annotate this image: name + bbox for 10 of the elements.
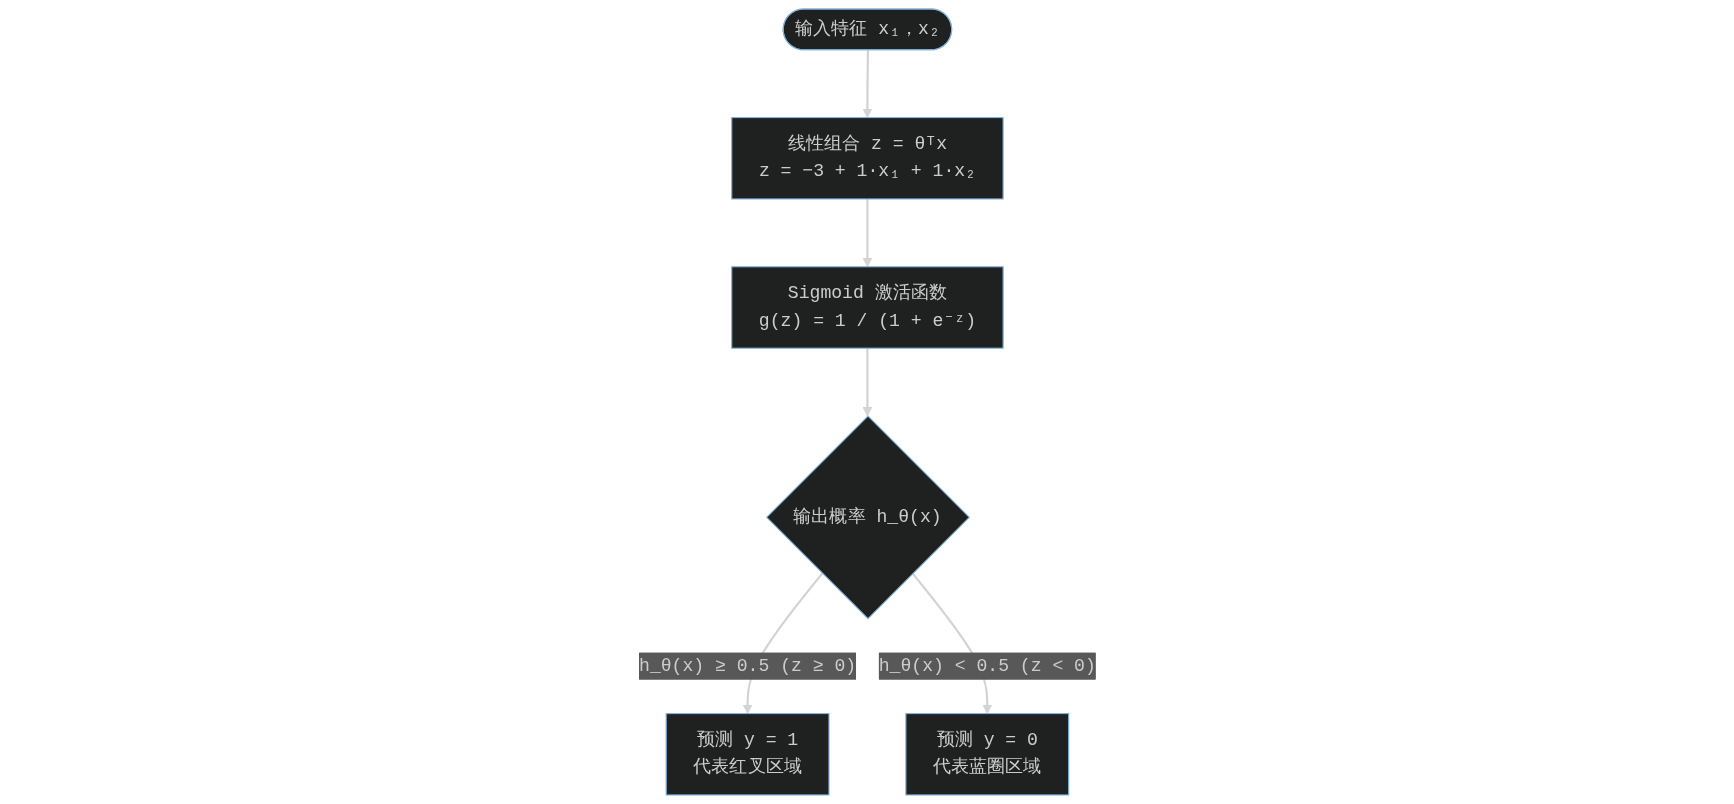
arrow (862, 348, 872, 417)
node-box: 预测 y = 0 代表蓝圈区域 (904, 713, 1069, 796)
edge-label: h_θ(x) ≥ 0.5 (z ≥ 0) (638, 655, 856, 677)
node-box: 预测 y = 1 代表红叉区域 (665, 713, 830, 796)
arrow (862, 50, 872, 118)
node-diamond: 输出概率 h_θ(x) (765, 415, 970, 620)
node-box: 线性组合 z = θᵀx z = −3 + 1·x₁ + 1·x₂ (730, 117, 1004, 200)
edge-label: h_θ(x) < 0.5 (z < 0) (878, 655, 1096, 677)
node-box: Sigmoid 激活函数 g(z) = 1 / (1 + e⁻ᶻ) (730, 266, 1004, 349)
arrow (862, 198, 872, 268)
